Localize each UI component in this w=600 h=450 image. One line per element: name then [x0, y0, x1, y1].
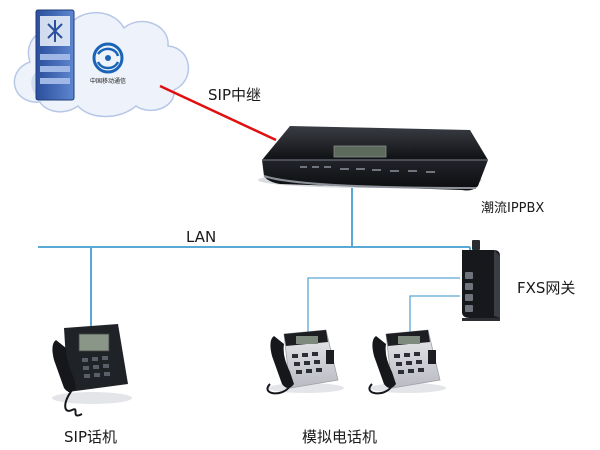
china-mobile-logo-icon: 中国移动通信	[90, 42, 126, 85]
fxs-gateway-label: FXS网关	[517, 279, 575, 297]
sip-trunk-line	[159, 84, 277, 142]
ippbx-device-icon: G	[258, 126, 488, 191]
svg-text:G: G	[488, 264, 494, 272]
sip-trunk-label: SIP中继	[208, 86, 261, 104]
lan-lines	[38, 188, 471, 330]
carrier-logo-text: 中国移动通信	[90, 77, 126, 85]
svg-text:G: G	[412, 148, 418, 156]
analog-phone-icon	[266, 329, 344, 395]
lan-label: LAN	[186, 228, 216, 246]
fxs-gateway-icon: G	[462, 240, 500, 321]
server-icon	[35, 9, 75, 101]
analog-phones-label: 模拟电话机	[302, 428, 377, 446]
fxs-lines	[307, 277, 460, 332]
ip-phone-icon	[52, 324, 132, 417]
analog-phone-icon	[368, 329, 446, 395]
ippbx-label: 潮流IPPBX	[481, 201, 544, 216]
sip-phone-label: SIP话机	[64, 428, 117, 446]
